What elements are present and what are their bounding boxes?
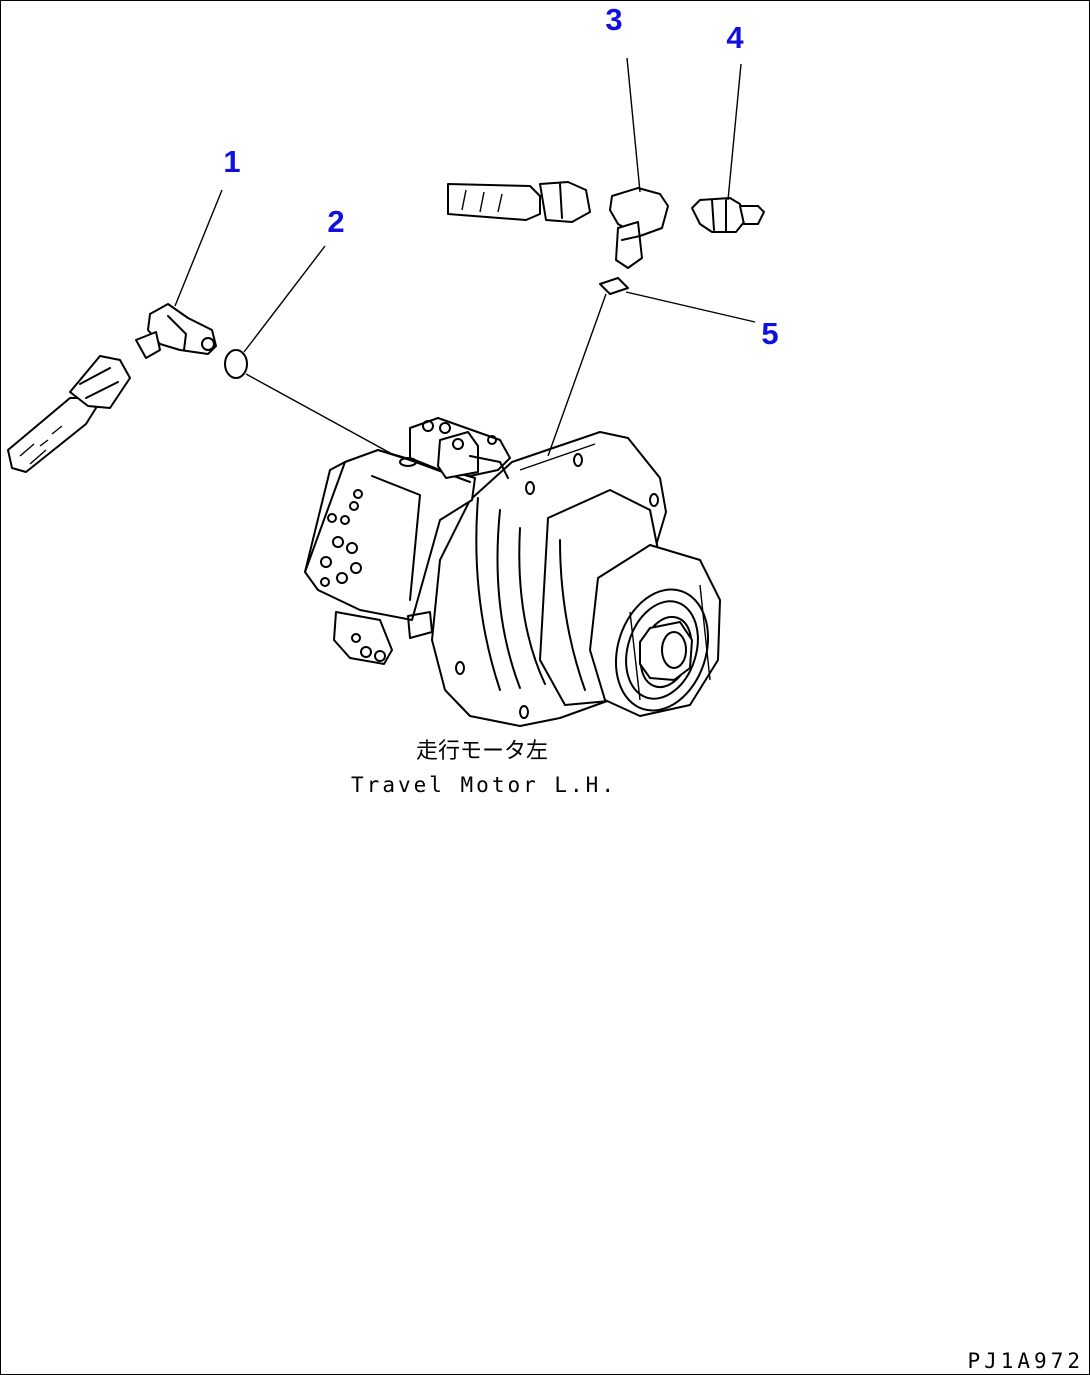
leader-lines bbox=[174, 57, 756, 457]
part-5-gasket bbox=[599, 277, 629, 295]
caption-japanese: 走行モータ左 bbox=[416, 739, 548, 764]
callout-4[interactable]: 4 bbox=[726, 20, 744, 55]
callout-5[interactable]: 5 bbox=[761, 316, 778, 351]
part-2-o-ring bbox=[224, 349, 248, 379]
caption-english: Travel Motor L.H. bbox=[351, 773, 617, 797]
part-1-elbow-and-hose bbox=[7, 303, 217, 473]
callout-1[interactable]: 1 bbox=[223, 144, 240, 179]
part-3-elbow-and-hose bbox=[447, 181, 669, 269]
callout-2[interactable]: 2 bbox=[327, 204, 344, 239]
travel-motor-illustration bbox=[304, 417, 721, 727]
drawing-code: PJ1A972 bbox=[967, 1349, 1084, 1373]
part-4-connector bbox=[691, 197, 765, 233]
callout-labels: 1 2 3 4 5 bbox=[223, 2, 778, 351]
callout-3[interactable]: 3 bbox=[605, 2, 622, 37]
